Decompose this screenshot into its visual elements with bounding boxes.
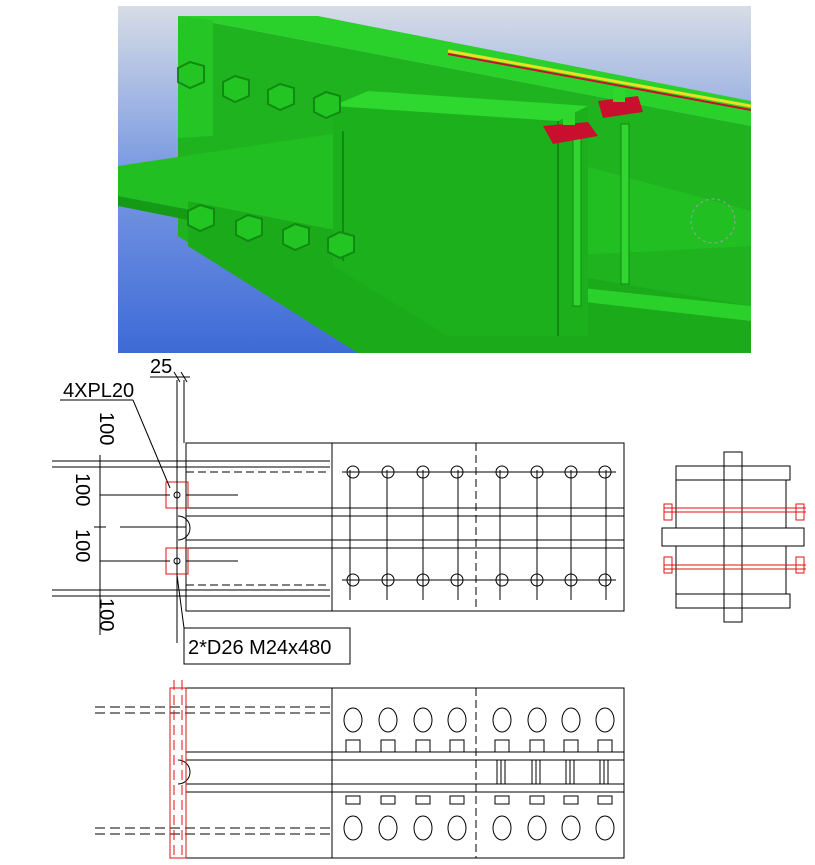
dim-100-label-b: 100 (71, 473, 93, 506)
bolt-callout-label: 2*D26 M24x480 (188, 637, 331, 659)
elevation-bolts-bottom (343, 815, 615, 841)
dim-100-label-a: 100 (95, 412, 117, 445)
elevation-view (95, 680, 625, 859)
dim-top-label: 25 (150, 356, 172, 378)
plate-callout-label: 4XPL20 (63, 380, 134, 402)
dim-100-label-c: 100 (71, 529, 93, 562)
plan-bolt-holes-bottom (342, 573, 616, 587)
dim-100-label-d: 100 (95, 598, 117, 631)
plan-bolt-holes-top (342, 465, 616, 479)
plate-washers (543, 88, 643, 144)
section-view (661, 451, 806, 623)
elevation-bolts-top (343, 707, 615, 733)
elevation-nuts-bottom (345, 795, 613, 805)
elevation-bolt-shanks (496, 760, 609, 784)
elevation-nuts-top (345, 739, 613, 753)
model-3d-viewport[interactable] (118, 6, 751, 353)
bolt-heads-3d (177, 60, 355, 260)
plan-view (52, 371, 625, 665)
